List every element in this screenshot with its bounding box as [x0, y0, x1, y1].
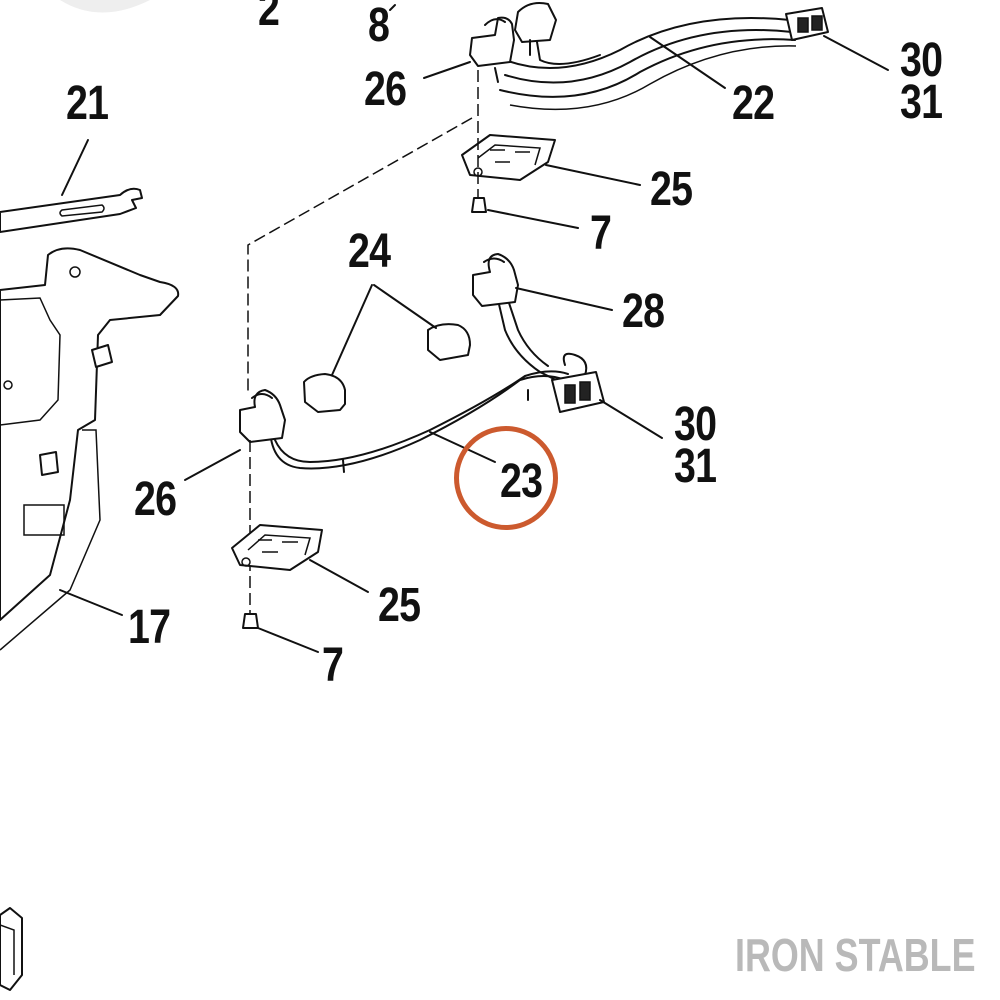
partial-circle-top-left: [60, 0, 150, 13]
callout-30-top: 30: [900, 34, 943, 87]
bracket-frame-part-17: [0, 247, 180, 651]
highlight-circle-part-23: [454, 426, 558, 530]
callout-7-bottom: 7: [322, 639, 344, 692]
callout-28: 28: [622, 285, 665, 338]
wire-harness-part-23: [269, 299, 588, 473]
screw-part-7: [242, 613, 319, 653]
callout-31-top: 31: [900, 76, 943, 129]
top-switch-part-8: [389, 2, 557, 56]
callout-17: 17: [128, 601, 171, 654]
callout-30-mid: 30: [674, 398, 717, 451]
callout-30-31-top: 30 31: [900, 34, 943, 129]
callout-24: 24: [348, 225, 391, 278]
top-mount-plate-part-25: [461, 134, 641, 186]
callout-7-top: 7: [590, 207, 612, 260]
lever-arm-part-21: [0, 139, 143, 233]
callout-30-31-mid: 30 31: [674, 398, 717, 493]
callout-26-mid: 26: [134, 473, 177, 526]
switch-part-28: [472, 253, 613, 311]
connector-part-30-31: [551, 371, 663, 439]
callout-31-mid: 31: [674, 440, 717, 493]
top-wire-harness-part-22: [499, 17, 797, 111]
diagonal-dashed-guide: [247, 117, 473, 395]
switch-cap-part-24-right: [373, 284, 471, 361]
switch-part-26: [184, 389, 286, 481]
switch-cap-part-24-left: [303, 284, 373, 413]
callout-8: 8: [368, 0, 390, 52]
partial-box-bottom-left: [0, 907, 23, 991]
mount-plate-part-25: [231, 524, 369, 593]
callout-2: 2: [258, 0, 280, 36]
watermark-logo: IRON STABLE: [735, 929, 976, 981]
top-screw-part-7: [471, 197, 579, 229]
callout-21: 21: [66, 77, 109, 130]
callout-26-top: 26: [364, 63, 407, 116]
callout-25-bottom: 25: [378, 579, 421, 632]
callout-25-top: 25: [650, 163, 693, 216]
callout-22: 22: [732, 77, 775, 130]
top-connector-part-30-31: [785, 7, 889, 71]
top-switch-part-26: [423, 16, 515, 83]
